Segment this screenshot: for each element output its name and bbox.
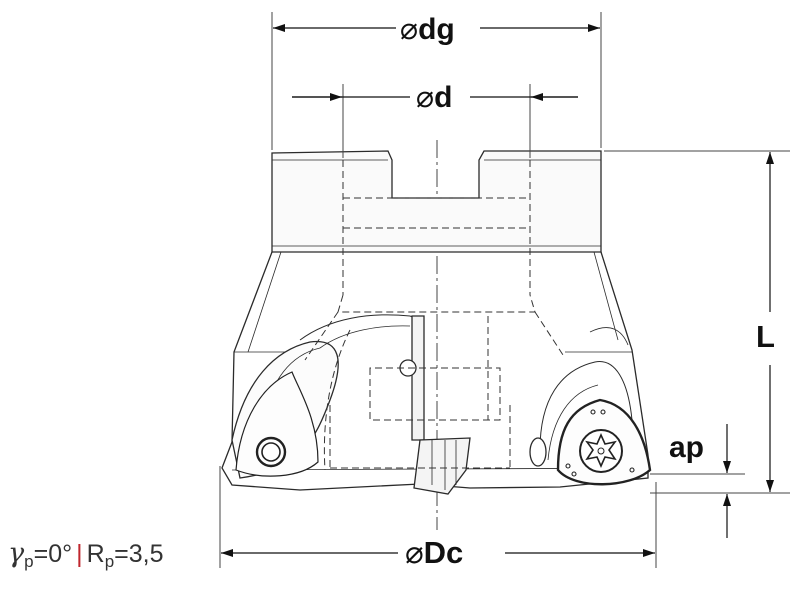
ap-label: ap bbox=[669, 431, 705, 464]
rake-angle-value: =0° bbox=[33, 540, 73, 568]
torx-screw-icon bbox=[585, 433, 617, 468]
d-label: ⌀d bbox=[416, 80, 453, 115]
corner-radius-value: =3,5 bbox=[114, 540, 164, 568]
rake-angle-symbol: γ bbox=[8, 538, 25, 569]
diameter-symbol-icon: ⌀ bbox=[405, 535, 424, 571]
left-clamp-screw-icon bbox=[255, 436, 287, 468]
geometry-formula: γp=0°|Rp=3,5 bbox=[8, 538, 164, 571]
Dc-label: ⌀Dc bbox=[405, 535, 464, 571]
left-insert bbox=[235, 371, 319, 477]
cutter-body bbox=[221, 150, 649, 495]
right-insert bbox=[556, 398, 652, 486]
L-label: L bbox=[756, 319, 775, 354]
dg-label: ⌀dg bbox=[400, 12, 455, 47]
diameter-symbol-icon: ⌀ bbox=[400, 12, 419, 47]
formula-separator: | bbox=[76, 540, 83, 568]
extension-lines bbox=[219, 12, 790, 568]
dimension-lines bbox=[221, 24, 774, 557]
hidden-lines bbox=[304, 160, 566, 471]
corner-radius-symbol: R bbox=[86, 540, 105, 568]
diameter-symbol-icon: ⌀ bbox=[416, 80, 435, 115]
